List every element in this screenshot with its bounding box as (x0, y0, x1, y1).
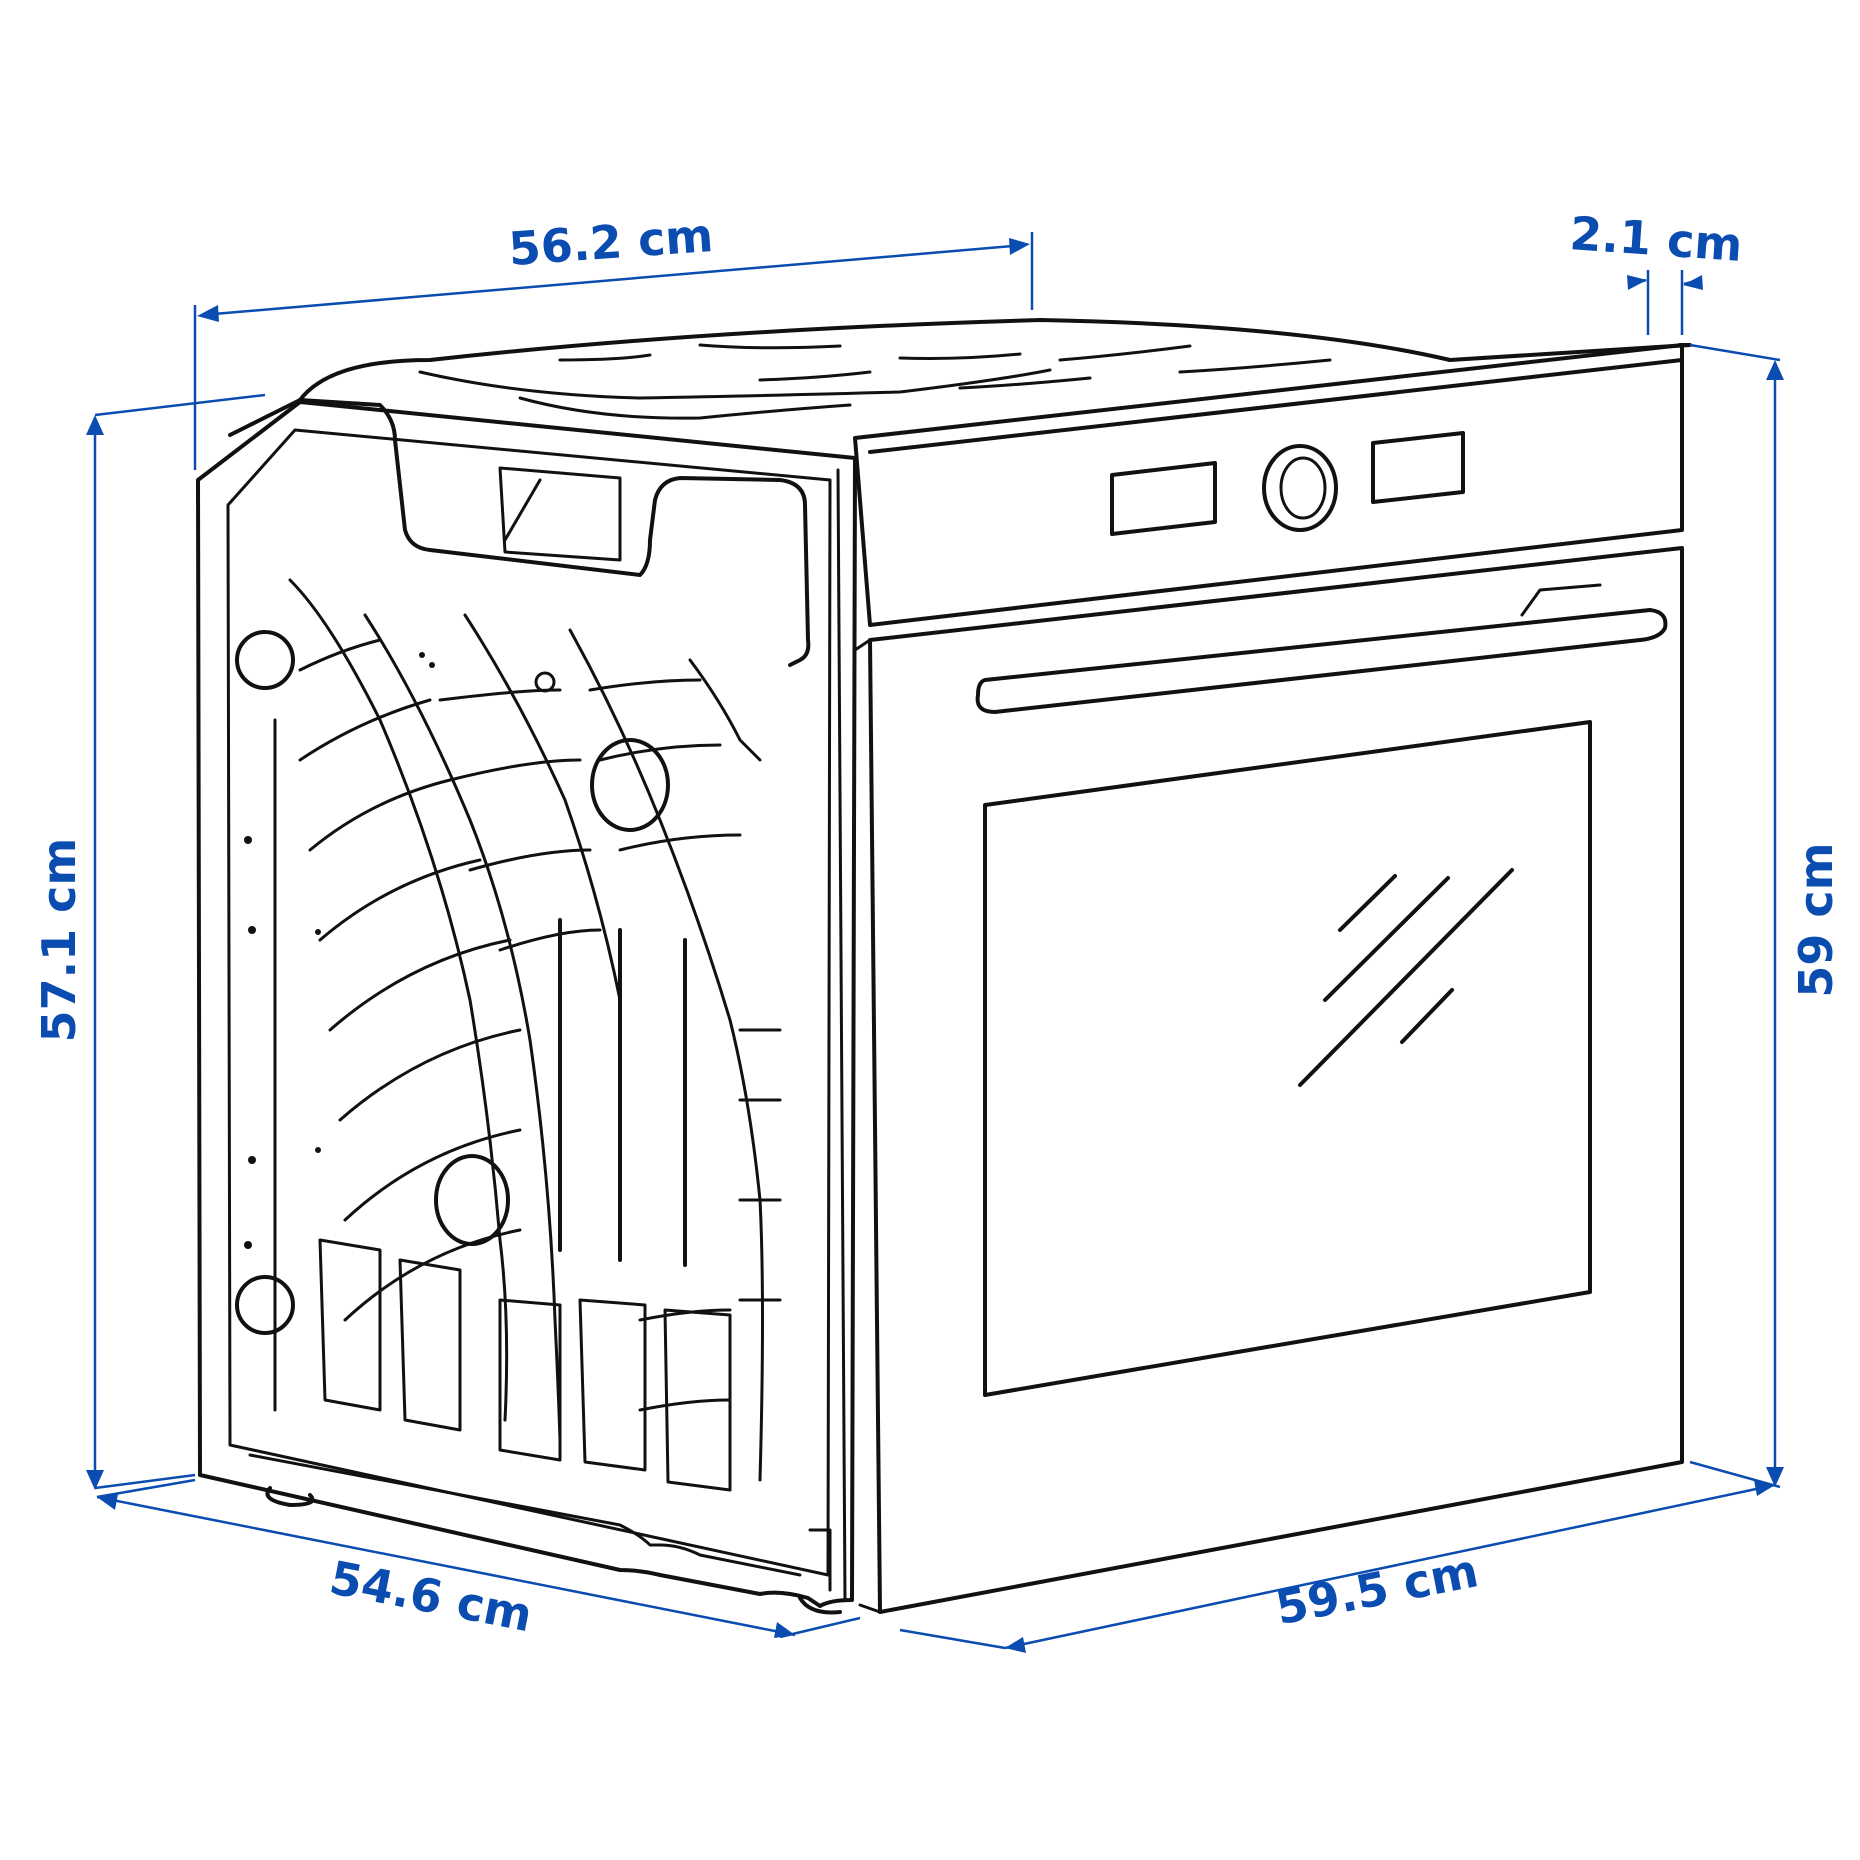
label-width: 59.5 cm (1271, 1543, 1482, 1635)
mounting-hole-top (235, 630, 295, 690)
label-front-thickness: 2.1 cm (1568, 206, 1744, 272)
dimension-annotations: 56.2 cm 2.1 cm 59 cm 5 (32, 206, 1843, 1653)
control-panel (853, 343, 1684, 627)
left-display (1110, 461, 1217, 536)
mounting-hole-bottom (235, 1275, 295, 1335)
label-body-height: 57.1 cm (32, 838, 86, 1043)
door-handle (975, 608, 1668, 714)
right-display (1371, 431, 1465, 504)
oven-top-surface (298, 318, 1692, 402)
dimension-body-height: 57.1 cm (32, 393, 266, 1490)
dimension-total-height: 59 cm (1689, 343, 1843, 1489)
dimension-width: 59.5 cm (899, 1480, 1776, 1653)
oven-door (868, 546, 1684, 1614)
control-knob (1262, 444, 1338, 532)
oven-side-outline (196, 400, 857, 1608)
oven-illustration (196, 318, 1692, 1615)
dimension-front-thickness: 2.1 cm (1568, 206, 1744, 335)
label-top-depth: 56.2 cm (507, 208, 715, 276)
label-total-height: 59 cm (1789, 842, 1843, 997)
dimension-bottom-depth: 54.6 cm (96, 1478, 861, 1642)
door-window (983, 720, 1592, 1397)
side-vent (498, 466, 622, 562)
